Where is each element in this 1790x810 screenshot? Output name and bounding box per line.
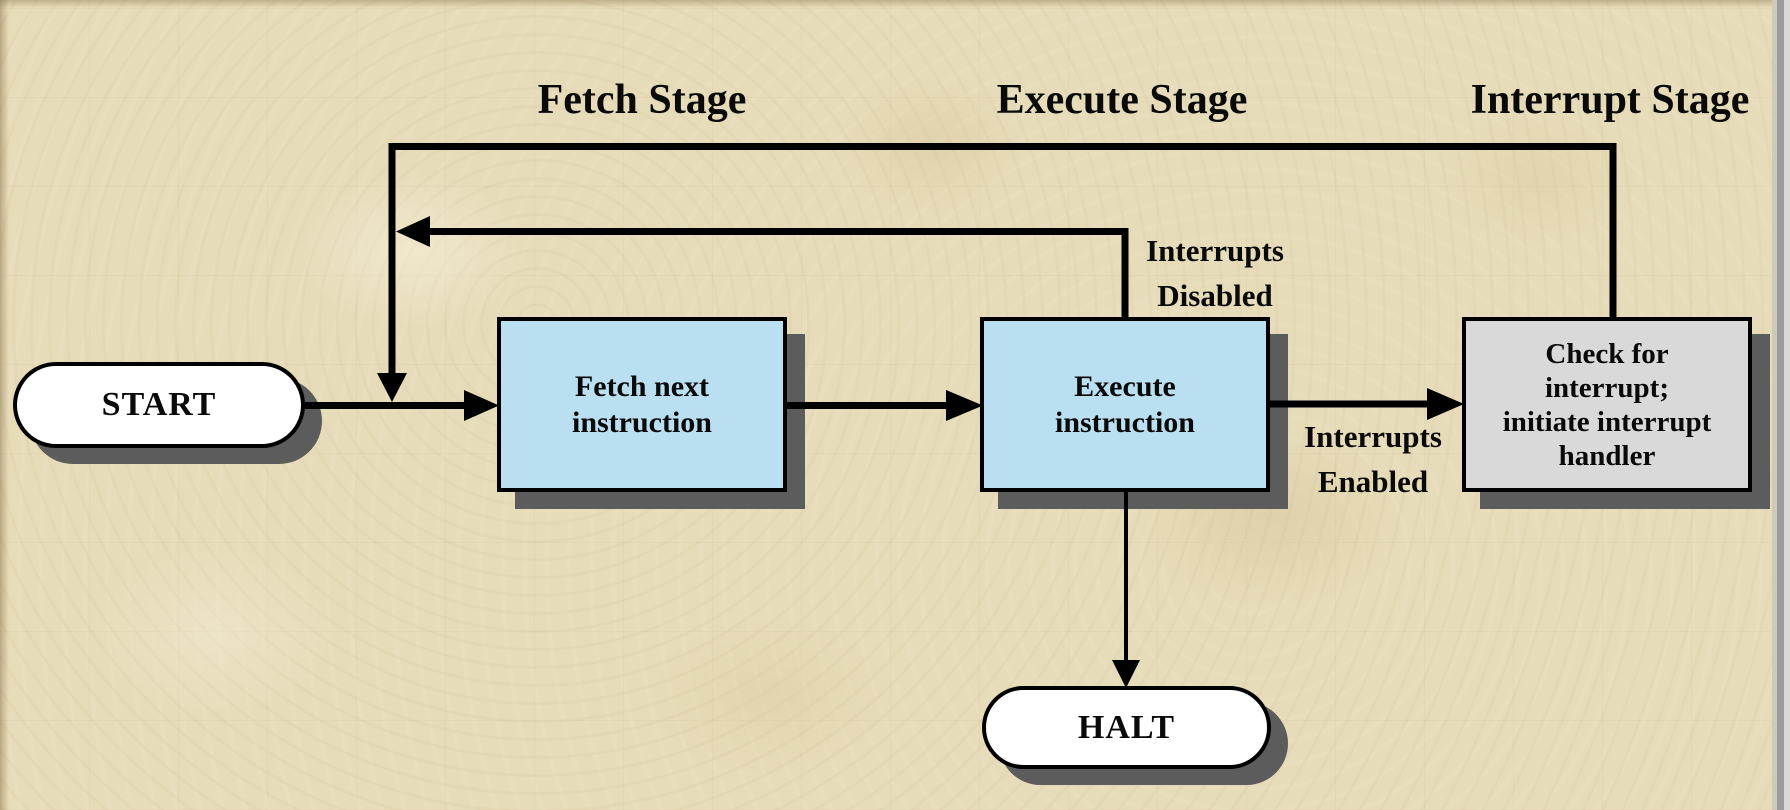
slide-right-edge-outer: [1784, 0, 1790, 810]
feedback-down-arrowhead: [377, 373, 407, 402]
start-terminal-label: START: [101, 386, 217, 423]
interrupts-enabled-label: Interrupts Enabled: [1304, 419, 1442, 499]
interrupts-disabled-return-line: [429, 228, 1129, 318]
halt-terminal-label: HALT: [1077, 708, 1176, 746]
check-interrupt-label: Check for interrupt; initiate interrupt …: [1502, 337, 1712, 472]
start-to-fetch-arrowhead: [464, 390, 499, 421]
fetch-to-execute-arrowhead: [946, 390, 983, 421]
slide-right-edge-inner: [1772, 0, 1777, 810]
interrupts-disabled-label: Interrupts Disabled: [1146, 233, 1284, 313]
slide-right-edge-line: [1777, 0, 1784, 810]
stage-title-interrupt: Interrupt Stage: [1470, 77, 1750, 123]
fetch-instruction-label: Fetch next instruction: [571, 369, 712, 439]
execute-instruction-label: Execute instruction: [1054, 369, 1195, 439]
return-left-arrowhead: [396, 216, 430, 247]
check-interrupt-box: Check for interrupt; initiate interrupt …: [1462, 317, 1752, 492]
start-terminal: START: [13, 362, 305, 448]
stage-title-execute: Execute Stage: [996, 77, 1248, 123]
fetch-instruction-box: Fetch next instruction: [497, 317, 787, 492]
stage-title-fetch: Fetch Stage: [537, 77, 747, 123]
execute-to-halt-arrowhead: [1112, 660, 1140, 688]
execute-instruction-box: Execute instruction: [980, 317, 1270, 492]
halt-terminal: HALT: [982, 686, 1271, 769]
